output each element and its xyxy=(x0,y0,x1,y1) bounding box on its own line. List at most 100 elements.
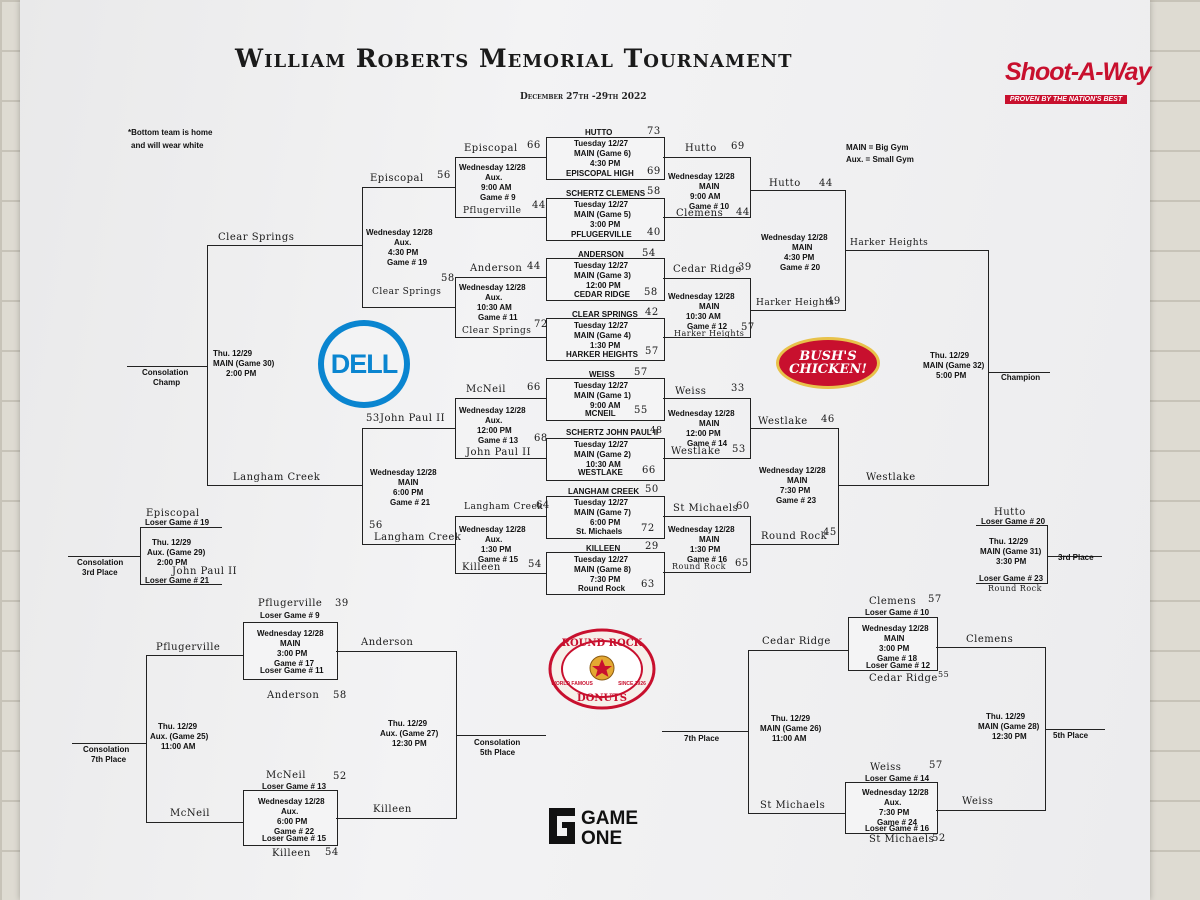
g26-time: 11:00 AM xyxy=(772,734,807,743)
g3-bottom-score: 58 xyxy=(644,287,658,298)
g11-date: Wednesday 12/28 xyxy=(459,283,526,292)
g11-court: Aux. xyxy=(485,293,503,302)
game-24-box xyxy=(845,782,938,834)
g29-label2: 3rd Place xyxy=(82,568,118,577)
g15-top-score: 64 xyxy=(536,500,550,511)
gameone-line1: GAME xyxy=(581,808,638,829)
g1-top-team: WEISS xyxy=(589,370,615,379)
g2-top-team: SCHERTZ JOHN PAUL II xyxy=(566,428,659,437)
g15-date: Wednesday 12/28 xyxy=(459,525,526,534)
g14-bottom-score: 53 xyxy=(732,444,746,455)
g30-label2: Champ xyxy=(153,378,181,387)
g23-top-score: 46 xyxy=(821,414,835,425)
g9-top-score: 66 xyxy=(527,140,541,151)
g24-date: Wednesday 12/28 xyxy=(862,788,929,797)
g8-court: MAIN (Game 8) xyxy=(574,565,631,574)
g20-top-score: 44 xyxy=(819,178,833,189)
g13-top: McNeil xyxy=(466,384,506,395)
g32-label: Champion xyxy=(1001,373,1041,382)
g21-game: Game # 21 xyxy=(390,498,431,507)
g11-top: Anderson xyxy=(470,263,523,274)
g23-court: MAIN xyxy=(787,476,808,485)
g20-date: Wednesday 12/28 xyxy=(761,233,828,242)
g6-time: 4:30 PM xyxy=(590,159,621,168)
g32-time: 5:00 PM xyxy=(936,371,967,380)
g14-top: Weiss xyxy=(675,386,707,397)
g12-bottom: Harker Heights xyxy=(674,329,745,338)
g19-bottom: Clear Springs xyxy=(372,287,442,297)
g13-game: Game # 13 xyxy=(478,436,519,445)
g2-time: 10:30 AM xyxy=(586,460,621,469)
game-7-box xyxy=(546,496,665,539)
g9-game: Game # 9 xyxy=(480,193,516,202)
g31-bottom: Round Rock xyxy=(988,584,1042,593)
donut-top-text: ROUND ROCK xyxy=(562,638,643,649)
g27-top: Anderson xyxy=(361,637,414,648)
g15-court: Aux. xyxy=(485,535,503,544)
g4-bottom-score: 57 xyxy=(645,346,659,357)
g27-court: Aux. (Game 27) xyxy=(380,729,439,738)
g31-top-note: Loser Game # 20 xyxy=(981,517,1046,526)
g20-bottom: Harker Heights xyxy=(756,298,835,308)
game-8-box xyxy=(546,552,665,595)
game-5-box xyxy=(546,198,665,241)
donut-left-text: WORLD FAMOUS xyxy=(551,681,593,687)
g14-time: 12:00 PM xyxy=(686,429,721,438)
g25-label2: 7th Place xyxy=(91,755,127,764)
g9-date: Wednesday 12/28 xyxy=(459,163,526,172)
g17-bottom-note: Loser Game # 11 xyxy=(260,666,324,675)
g11-bottom: Clear Springs xyxy=(462,326,532,336)
g31-top: Hutto xyxy=(994,507,1026,518)
game-one-logo: GAME ONE xyxy=(549,808,638,849)
g8-bottom-score: 63 xyxy=(641,579,655,590)
g18-time: 3:00 PM xyxy=(879,644,910,653)
g9-bottom: Pflugerville xyxy=(463,206,522,216)
g16-date: Wednesday 12/28 xyxy=(668,525,735,534)
g31-time: 3:30 PM xyxy=(996,557,1027,566)
g20-top: Hutto xyxy=(769,178,801,189)
g11-time: 10:30 AM xyxy=(477,303,512,312)
home-note-line2: and will wear white xyxy=(131,141,204,150)
g23-bottom-score: 45 xyxy=(823,527,837,538)
g9-bottom-score: 44 xyxy=(532,200,546,211)
g27-time: 12:30 PM xyxy=(392,739,427,748)
g10-bottom: Clemens xyxy=(676,208,724,219)
round-rock-donuts-logo: ROUND ROCK DONUTS WORLD FAMOUS SINCE 192… xyxy=(548,628,656,710)
g12-court: MAIN xyxy=(699,302,720,311)
g31-court: MAIN (Game 31) xyxy=(980,547,1042,556)
g32-top: Harker Heights xyxy=(850,238,929,248)
game-2-box xyxy=(546,438,665,481)
g22-bottom-note: Loser Game # 15 xyxy=(262,834,327,843)
g30-time: 2:00 PM xyxy=(226,369,257,378)
g8-time: 7:30 PM xyxy=(590,575,621,584)
g25-label1: Consolation xyxy=(83,745,130,754)
g24-bottom-score: 52 xyxy=(932,833,946,844)
g24-top-note: Loser Game # 14 xyxy=(865,774,930,783)
g16-game: Game # 16 xyxy=(687,555,728,564)
g28-top: Clemens xyxy=(966,634,1014,645)
g12-top-score: 39 xyxy=(738,262,752,273)
g32-bottom: Westlake xyxy=(866,472,916,483)
g21-top-score: 53 xyxy=(366,413,380,424)
g25-bottom: McNeil xyxy=(170,808,210,819)
g8-top-score: 29 xyxy=(645,541,659,552)
g9-time: 9:00 AM xyxy=(481,183,512,192)
g17-date: Wednesday 12/28 xyxy=(257,629,324,638)
g1-bottom-score: 55 xyxy=(634,405,648,416)
g24-bottom: St Michaels xyxy=(869,834,935,845)
game-1-box xyxy=(546,378,665,421)
g18-game: Game # 18 xyxy=(877,654,918,663)
g17-bottom: Anderson xyxy=(267,690,320,701)
g5-bottom-team: PFLUGERVILLE xyxy=(571,230,632,239)
g22-top: McNeil xyxy=(266,770,306,781)
g15-game: Game # 15 xyxy=(478,555,519,564)
shoot-a-way-logo: Shoot-A-Way xyxy=(1005,58,1151,86)
g6-bottom-team: EPISCOPAL HIGH xyxy=(566,169,634,178)
home-note-line1: *Bottom team is home xyxy=(128,128,213,137)
g19-court: Aux. xyxy=(394,238,412,247)
g16-court: MAIN xyxy=(699,535,720,544)
g23-top: Westlake xyxy=(758,416,808,427)
g6-top-score: 73 xyxy=(647,126,661,137)
g19-bottom-score: 58 xyxy=(441,273,455,284)
g11-game: Game # 11 xyxy=(478,313,518,322)
